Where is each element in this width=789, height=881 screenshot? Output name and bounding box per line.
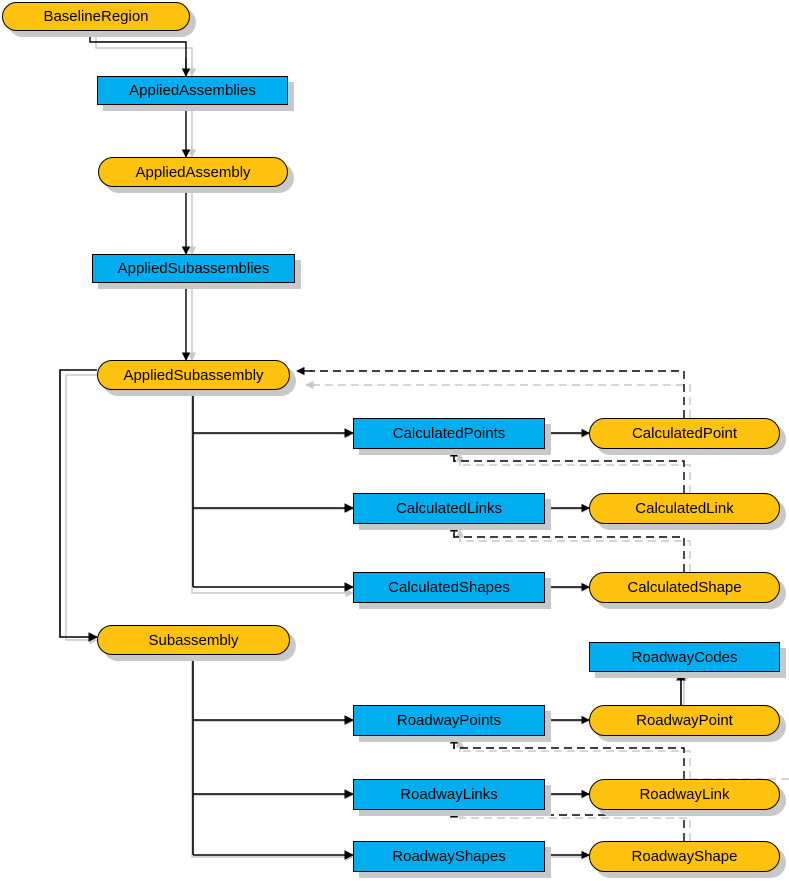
node-label-roadway-codes: RoadwayCodes	[631, 648, 738, 666]
node-label-roadway-link: RoadwayLink	[639, 786, 730, 803]
node-label-roadway-shape: RoadwayShape	[631, 848, 738, 865]
node-label-roadway-points: RoadwayPoints	[396, 712, 502, 729]
node-label-calculated-link: CalculatedLink	[635, 500, 734, 517]
node-applied-subassembly[interactable]: AppliedSubassembly	[97, 360, 290, 390]
node-label-baseline-region: BaselineRegion	[43, 8, 149, 25]
node-applied-subassemblies[interactable]: AppliedSubassemblies	[92, 254, 295, 283]
node-calculated-shapes[interactable]: CalculatedShapes	[353, 572, 545, 603]
node-subassembly[interactable]: Subassembly	[97, 625, 290, 655]
node-label-calculated-point: CalculatedPoint	[631, 425, 738, 442]
node-calculated-point[interactable]: CalculatedPoint	[589, 418, 780, 449]
node-label-applied-assemblies: AppliedAssemblies	[129, 82, 256, 99]
node-roadway-points[interactable]: RoadwayPoints	[353, 705, 545, 736]
node-label-applied-assembly: AppliedAssembly	[135, 163, 251, 181]
node-calculated-points[interactable]: CalculatedPoints	[353, 418, 545, 449]
node-roadway-link[interactable]: RoadwayLink	[589, 779, 780, 810]
node-label-applied-subassemblies: AppliedSubassemblies	[117, 260, 270, 277]
node-label-roadway-shapes: RoadwayShapes	[392, 848, 506, 865]
edge-applied-subassembly-to-subassembly	[59, 369, 98, 642]
node-baseline-region[interactable]: BaselineRegion	[2, 2, 190, 31]
node-label-calculated-shape: CalculatedShape	[627, 579, 742, 596]
node-label-calculated-shapes: CalculatedShapes	[388, 579, 510, 596]
node-roadway-links[interactable]: RoadwayLinks	[353, 779, 545, 810]
node-calculated-link[interactable]: CalculatedLink	[589, 493, 780, 524]
node-roadway-shape[interactable]: RoadwayShape	[589, 841, 780, 872]
node-roadway-point[interactable]: RoadwayPoint	[589, 705, 780, 736]
node-calculated-shape[interactable]: CalculatedShape	[589, 572, 780, 603]
node-label-roadway-point: RoadwayPoint	[636, 712, 733, 729]
node-label-roadway-links: RoadwayLinks	[400, 786, 498, 803]
node-label-applied-subassembly: AppliedSubassembly	[123, 366, 264, 384]
node-calculated-links[interactable]: CalculatedLinks	[353, 493, 545, 524]
edge-shadows	[65, 31, 685, 858]
node-roadway-codes[interactable]: RoadwayCodes	[589, 642, 780, 672]
edge-calculated-point-to-applied-subassembly-dashed	[296, 366, 685, 418]
node-label-calculated-links: CalculatedLinks	[396, 500, 502, 517]
node-applied-assemblies[interactable]: AppliedAssemblies	[97, 76, 288, 105]
node-applied-assembly[interactable]: AppliedAssembly	[98, 157, 288, 187]
node-roadway-shapes[interactable]: RoadwayShapes	[353, 841, 545, 872]
node-label-subassembly: Subassembly	[148, 631, 239, 649]
node-label-calculated-points: CalculatedPoints	[392, 425, 506, 442]
